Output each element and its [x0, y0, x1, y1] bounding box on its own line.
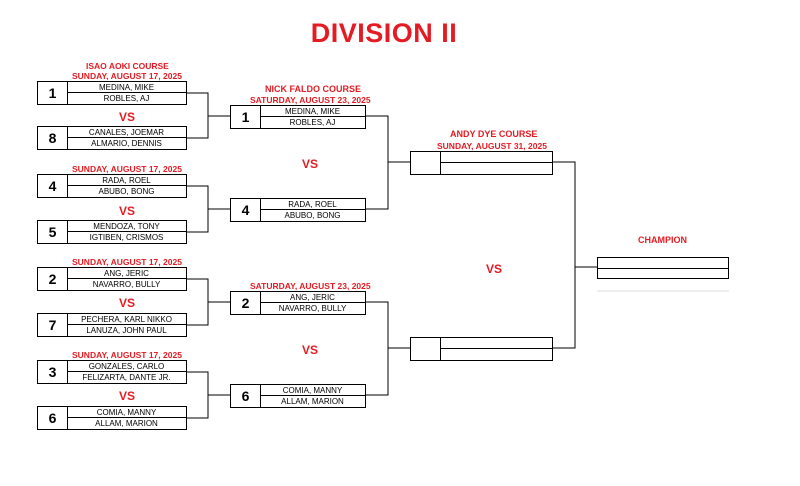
match-box-r3-1	[410, 151, 553, 175]
round1-date-4: SUNDAY, AUGUST 17, 2025	[72, 350, 182, 360]
vs-label: VS	[119, 389, 136, 403]
round2-date-1: SATURDAY, AUGUST 23, 2025	[250, 95, 371, 105]
round1-date-2: SUNDAY, AUGUST 17, 2025	[72, 164, 182, 174]
player-name: ALLAM, MARION	[95, 419, 158, 428]
player-name: ANG, JERIC	[260, 292, 365, 303]
player-name: FELIZARTA, DANTE JR.	[82, 373, 171, 382]
seed-number	[411, 338, 441, 360]
seed-number: 5	[38, 221, 68, 243]
seed-number: 1	[38, 82, 68, 104]
seed-number	[411, 152, 441, 174]
vs-label: VS	[119, 204, 136, 218]
player-name: MENDOZA, TONY	[67, 221, 186, 232]
vs-label: VS	[486, 262, 503, 276]
player-name: ABUBO, BONG	[98, 187, 155, 196]
vs-label: VS	[119, 110, 136, 124]
seed-number: 6	[38, 407, 68, 429]
player-name: RADA, ROEL	[67, 175, 186, 186]
champion-slot	[598, 258, 728, 269]
player-name: MEDINA, MIKE	[67, 82, 186, 93]
seed-number: 7	[38, 314, 68, 336]
player-name: RADA, ROEL	[260, 199, 365, 210]
connector-r3	[553, 161, 576, 349]
round3-course: ANDY DYE COURSE	[450, 129, 538, 139]
round1-date-1: SUNDAY, AUGUST 17, 2025	[72, 71, 182, 81]
player-name: GONZALES, CARLO	[67, 361, 186, 372]
seed-number: 1	[231, 106, 261, 128]
player-name: IGTIBEN, CRISMOS	[89, 233, 164, 242]
player-name: ROBLES, AJ	[289, 118, 336, 127]
player-name: ALMARIO, DENNIS	[91, 139, 162, 148]
match-box-r3-2	[410, 337, 553, 361]
page-title: DIVISION II	[310, 18, 458, 48]
seed-number: 6	[231, 385, 261, 407]
connector-r1-pair1	[187, 92, 209, 139]
player-name: MEDINA, MIKE	[260, 106, 365, 117]
round2-date-2: SATURDAY, AUGUST 23, 2025	[250, 281, 371, 291]
connector-r1-pair4	[187, 371, 209, 419]
connector-r1-pair3	[187, 278, 209, 326]
seed-number: 3	[38, 361, 68, 383]
vs-label: VS	[302, 343, 319, 357]
player-name: ALLAM, MARION	[281, 397, 344, 406]
player-name	[440, 163, 552, 174]
player-name	[440, 349, 552, 360]
player-name: NAVARRO, BULLY	[92, 280, 161, 289]
seed-number: 2	[38, 268, 68, 290]
player-name: ABUBO, BONG	[284, 211, 341, 220]
champion-box	[597, 257, 729, 279]
player-name: COMIA, MANNY	[67, 407, 186, 418]
vs-label: VS	[302, 157, 319, 171]
player-name: ANG, JERIC	[67, 268, 186, 279]
connector-r1-pair2	[187, 185, 209, 233]
player-name: CANALES, JOEMAR	[67, 127, 186, 138]
seed-number: 8	[38, 127, 68, 149]
round1-course: ISAO AOKI COURSE	[86, 61, 169, 71]
player-name	[440, 338, 552, 349]
player-name: LANUZA, JOHN PAUL	[86, 326, 167, 335]
connector-r2-top	[366, 115, 389, 210]
round2-course: NICK FALDO COURSE	[265, 84, 362, 94]
player-name	[440, 152, 552, 163]
seed-number: 4	[231, 199, 261, 221]
round3-date: SUNDAY, AUGUST 31, 2025	[437, 141, 547, 151]
champion-label: CHAMPION	[638, 235, 687, 245]
player-name: PECHERA, KARL NIKKO	[67, 314, 186, 325]
player-name: NAVARRO, BULLY	[278, 304, 347, 313]
round1-date-3: SUNDAY, AUGUST 17, 2025	[72, 257, 182, 267]
seed-number: 2	[231, 292, 261, 314]
player-name: COMIA, MANNY	[260, 385, 365, 396]
connector-r2-bottom	[366, 301, 389, 396]
player-name: ROBLES, AJ	[103, 94, 150, 103]
seed-number: 4	[38, 175, 68, 197]
vs-label: VS	[119, 296, 136, 310]
